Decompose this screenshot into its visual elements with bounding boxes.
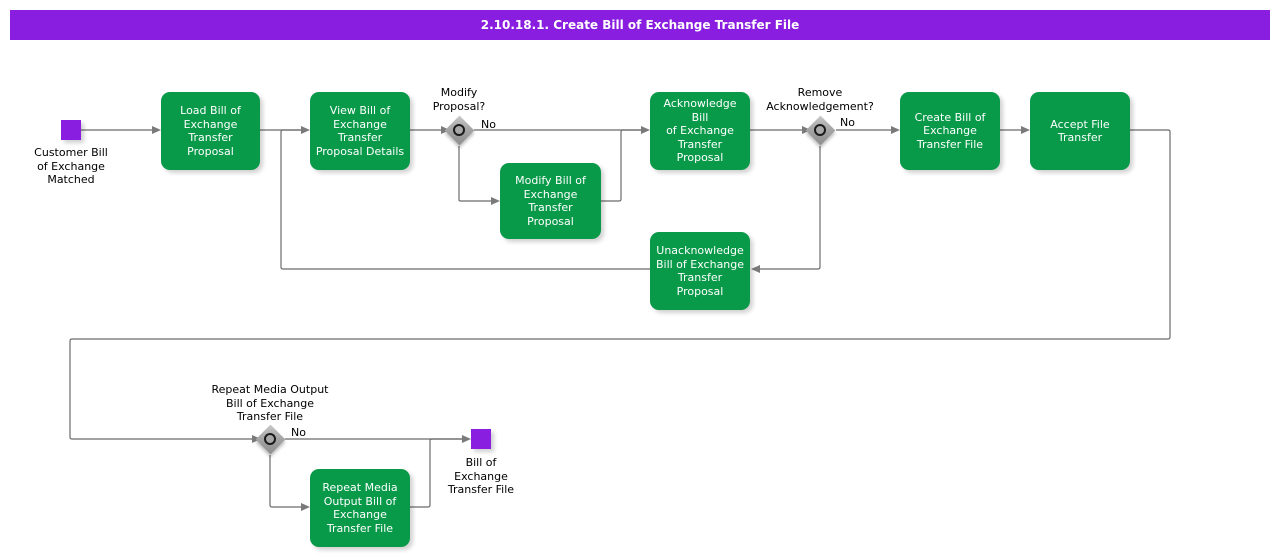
- arrowhead-end-marker: [462, 435, 471, 443]
- decision-modify-proposal[interactable]: [444, 115, 474, 145]
- edge-label-modify-no: No: [481, 118, 496, 131]
- end-node-marker: [471, 429, 491, 449]
- arrowhead-unacknowledge: [751, 265, 760, 273]
- edge-repeat-decision-to-repeat-box: [269, 455, 301, 508]
- decision-remove-acknowledgement[interactable]: [805, 115, 835, 145]
- edge-modify-box-to-acknowledge: [601, 129, 641, 202]
- decision-repeat-media-output[interactable]: [255, 424, 285, 454]
- arrowhead-repeat-box: [301, 503, 310, 511]
- activity-create-bill-of-exchange-transfer-file[interactable]: Create Bill of Exchange Transfer File: [900, 92, 1000, 170]
- decision-remove-acknowledgement-label: Remove Acknowledgement?: [766, 86, 874, 113]
- decision-repeat-media-output-label: Repeat Media Output Bill of Exchange Tra…: [211, 383, 329, 423]
- edge-label-remove-no: No: [840, 116, 855, 129]
- edge-remove-yes-to-unacknowledge: [760, 146, 821, 270]
- end-node-label: Bill of Exchange Transfer File: [447, 456, 515, 496]
- arrowhead-acknowledge: [641, 126, 650, 134]
- activity-label: Repeat Media Output Bill of Exchange Tra…: [322, 481, 398, 535]
- activity-label: View Bill of Exchange Transfer Proposal …: [315, 104, 405, 158]
- start-node-marker: [61, 120, 81, 140]
- arrowhead-load: [152, 126, 161, 134]
- decision-circle-icon: [453, 124, 465, 136]
- activity-accept-file-transfer[interactable]: Accept File Transfer: [1030, 92, 1130, 170]
- diagram-title-bar: 2.10.18.1. Create Bill of Exchange Trans…: [10, 10, 1270, 40]
- arrowhead-accept: [1021, 126, 1030, 134]
- decision-circle-icon: [814, 124, 826, 136]
- activity-load-bill-of-exchange-transfer-proposal[interactable]: Load Bill of Exchange Transfer Proposal: [161, 92, 260, 170]
- activity-label: Modify Bill of Exchange Transfer Proposa…: [515, 174, 586, 228]
- arrowhead-view: [301, 126, 310, 134]
- activity-unacknowledge-bill-of-exchange-transfer-proposal[interactable]: Unacknowledge Bill of Exchange Transfer …: [650, 232, 750, 310]
- page-title: 2.10.18.1. Create Bill of Exchange Trans…: [480, 18, 800, 32]
- decision-modify-proposal-label: Modify Proposal?: [432, 86, 486, 113]
- activity-label: Create Bill of Exchange Transfer File: [914, 110, 986, 151]
- activity-label: Accept File Transfer: [1050, 117, 1110, 145]
- edge-modify-decision-to-modify-box: [458, 146, 491, 202]
- activity-label: Acknowledge Bill of Exchange Transfer Pr…: [663, 97, 737, 165]
- decision-circle-icon: [264, 433, 276, 445]
- activity-label: Unacknowledge Bill of Exchange Transfer …: [655, 244, 745, 298]
- activity-repeat-media-output-bill-of-exchange-transfer-file[interactable]: Repeat Media Output Bill of Exchange Tra…: [310, 469, 410, 547]
- arrowhead-modify-box: [491, 197, 500, 205]
- activity-modify-bill-of-exchange-transfer-proposal[interactable]: Modify Bill of Exchange Transfer Proposa…: [500, 163, 601, 239]
- activity-view-bill-of-exchange-transfer-proposal-details[interactable]: View Bill of Exchange Transfer Proposal …: [310, 92, 410, 170]
- edge-label-repeat-no: No: [291, 426, 306, 439]
- activity-label: Load Bill of Exchange Transfer Proposal: [180, 104, 241, 158]
- arrowhead-create-file: [891, 126, 900, 134]
- start-node-label: Customer Bill of Exchange Matched: [34, 146, 108, 186]
- activity-acknowledge-bill-of-exchange-transfer-proposal[interactable]: Acknowledge Bill of Exchange Transfer Pr…: [650, 92, 750, 170]
